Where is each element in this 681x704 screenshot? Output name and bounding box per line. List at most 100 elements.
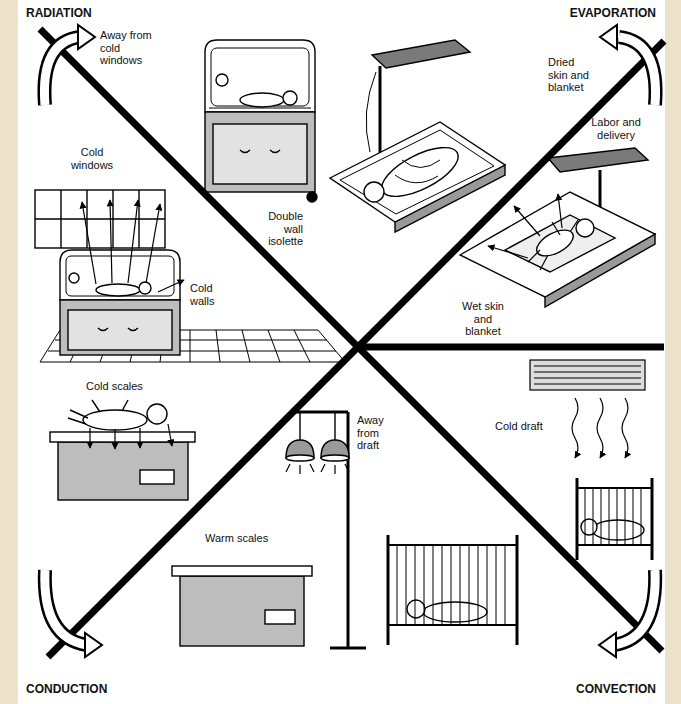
heat-lamps-part [286,464,349,474]
callout-label: Cold windows [66,146,118,171]
conduction-arrows-part [168,424,172,446]
callout-label: Away from cold windows [100,29,154,67]
crib-in-draft-part [585,488,641,545]
crib-away-from-draft-part [407,600,425,618]
crib-away-from-draft-part [387,535,390,645]
corner-arrows-part [619,37,656,105]
isolette-near-windows-part [139,282,151,294]
radiant-warmer-wet-part [528,220,578,270]
crib-in-draft-part [577,544,652,546]
draft-arrows-part [597,398,603,458]
crib-in-draft-part [651,478,654,560]
corner-arrows-part [614,570,655,645]
isolette-near-windows-part [98,328,138,331]
heat-loss-arrows-part [146,204,160,283]
draft-arrows-part [622,398,628,458]
air-vent-part [530,360,645,390]
radiant-warmer-dry-part [330,122,505,222]
corner-arrows-part [44,37,80,105]
cold-scale-part [58,442,188,500]
callout-label: Cold scales [86,380,176,393]
radiant-warmer-wet-part [576,219,594,237]
double-wall-isolette-part [205,112,315,192]
air-vent [530,360,645,390]
crib-in-draft-part [592,520,644,540]
callout-label: Cold draft [495,420,565,433]
double-wall-isolette [205,40,317,202]
crib-in-draft-part [577,487,652,489]
double-wall-isolette-part [213,124,307,184]
isolette-near-windows-part [60,300,180,355]
conduction-arrows-part [89,428,90,448]
conduction-arrows-part [139,428,140,448]
corner-arrows-part [619,37,656,105]
isolette-near-windows-part [60,250,180,300]
mechanism-title: RADIATION [26,7,156,21]
tile-floor-part [216,330,220,362]
crib-away-from-draft-part [388,544,517,546]
conduction-arrows-part [114,429,115,449]
draft-arrows [572,398,628,458]
double-wall-isolette-part [283,91,297,105]
radiant-warmer-wet-part [460,192,655,297]
mechanism-title: CONVECTION [540,683,656,697]
callout-label: Labor and delivery [582,116,650,141]
callout-label: Dried skin and blanket [548,56,594,94]
heat-lamps-part [299,412,300,440]
callout-label: Cold walls [190,282,230,307]
air-vent-part [534,365,641,366]
corner-arrows-part [44,37,80,105]
radiant-warmer-dry [330,40,505,232]
cold-scale-part [147,404,167,424]
quadrant-dividers-part [358,344,664,351]
double-wall-isolette-part [211,48,309,106]
heat-lamps-part [296,411,348,414]
air-vent-part [534,383,641,384]
cold-scale-part [83,410,147,430]
heat-lamps-part [334,412,335,440]
heat-lamps-part [286,455,314,461]
callout-label: Warm scales [205,532,295,545]
corner-arrows-part [599,633,616,657]
radiant-warmer-dry-part [340,130,494,214]
crib-away-from-draft-part [388,545,517,625]
cold-scale-part [140,470,174,484]
radiant-warmer-wet-part [505,215,615,272]
crib-in-draft-part [576,478,579,560]
corner-arrows [44,25,655,657]
corner-arrows-part [45,570,87,645]
radiant-warmer-dry-part [395,160,440,183]
crib-in-draft-part [581,519,597,535]
warm-scale-part [180,576,304,646]
radiant-warmer-dry-part [372,40,470,68]
paper-panel [18,0,665,704]
crib-away-from-draft-part [388,624,517,626]
double-wall-isolette-part [240,93,284,107]
cold-windows-part [35,218,165,219]
crib-in-draft-part [577,488,652,545]
air-vent-part [534,377,641,378]
tile-floor-part [190,330,191,362]
heat-loss-arrows-part [128,200,138,283]
double-wall-isolette-part [216,74,228,86]
corner-arrows-part [600,25,617,49]
heat-loss-arrows [82,200,184,292]
corner-arrows-part [85,633,102,657]
corner-arrows-part [78,25,95,49]
double-wall-isolette-part [307,192,317,202]
crib-in-draft [577,478,652,560]
heat-loss-arrows-part [158,280,184,292]
isolette-near-windows-part [69,273,79,283]
heat-loss-arrows-part [110,200,112,283]
cold-scale-part [50,432,195,442]
radiant-warmer-dry-part [366,72,376,152]
cold-scale [50,400,195,500]
crib-away-from-draft [388,535,517,645]
warm-scale-part [265,610,295,624]
quadrant-dividers-part [40,29,662,651]
quadrant-dividers-part [48,41,664,657]
isolette-near-windows-part [66,256,174,296]
